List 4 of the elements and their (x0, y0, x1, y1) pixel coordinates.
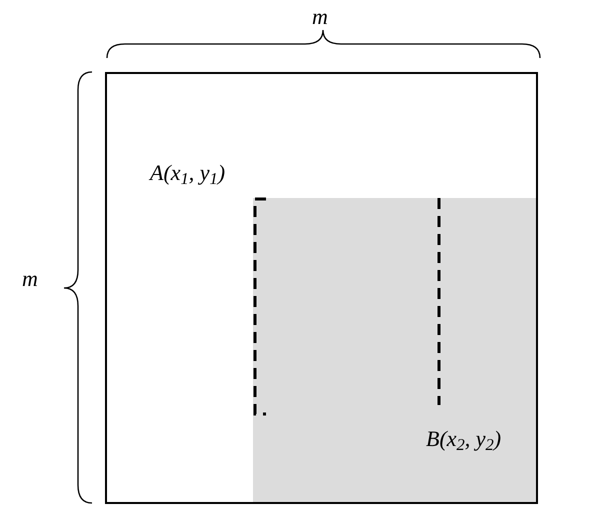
math-label: A(x$_{1}$, y$_{1}$) (150, 162, 226, 184)
math-label: m (312, 6, 328, 28)
math-label: m (22, 268, 38, 290)
math-label: B(x$_{2}$, y$_{2}$) (426, 428, 502, 450)
